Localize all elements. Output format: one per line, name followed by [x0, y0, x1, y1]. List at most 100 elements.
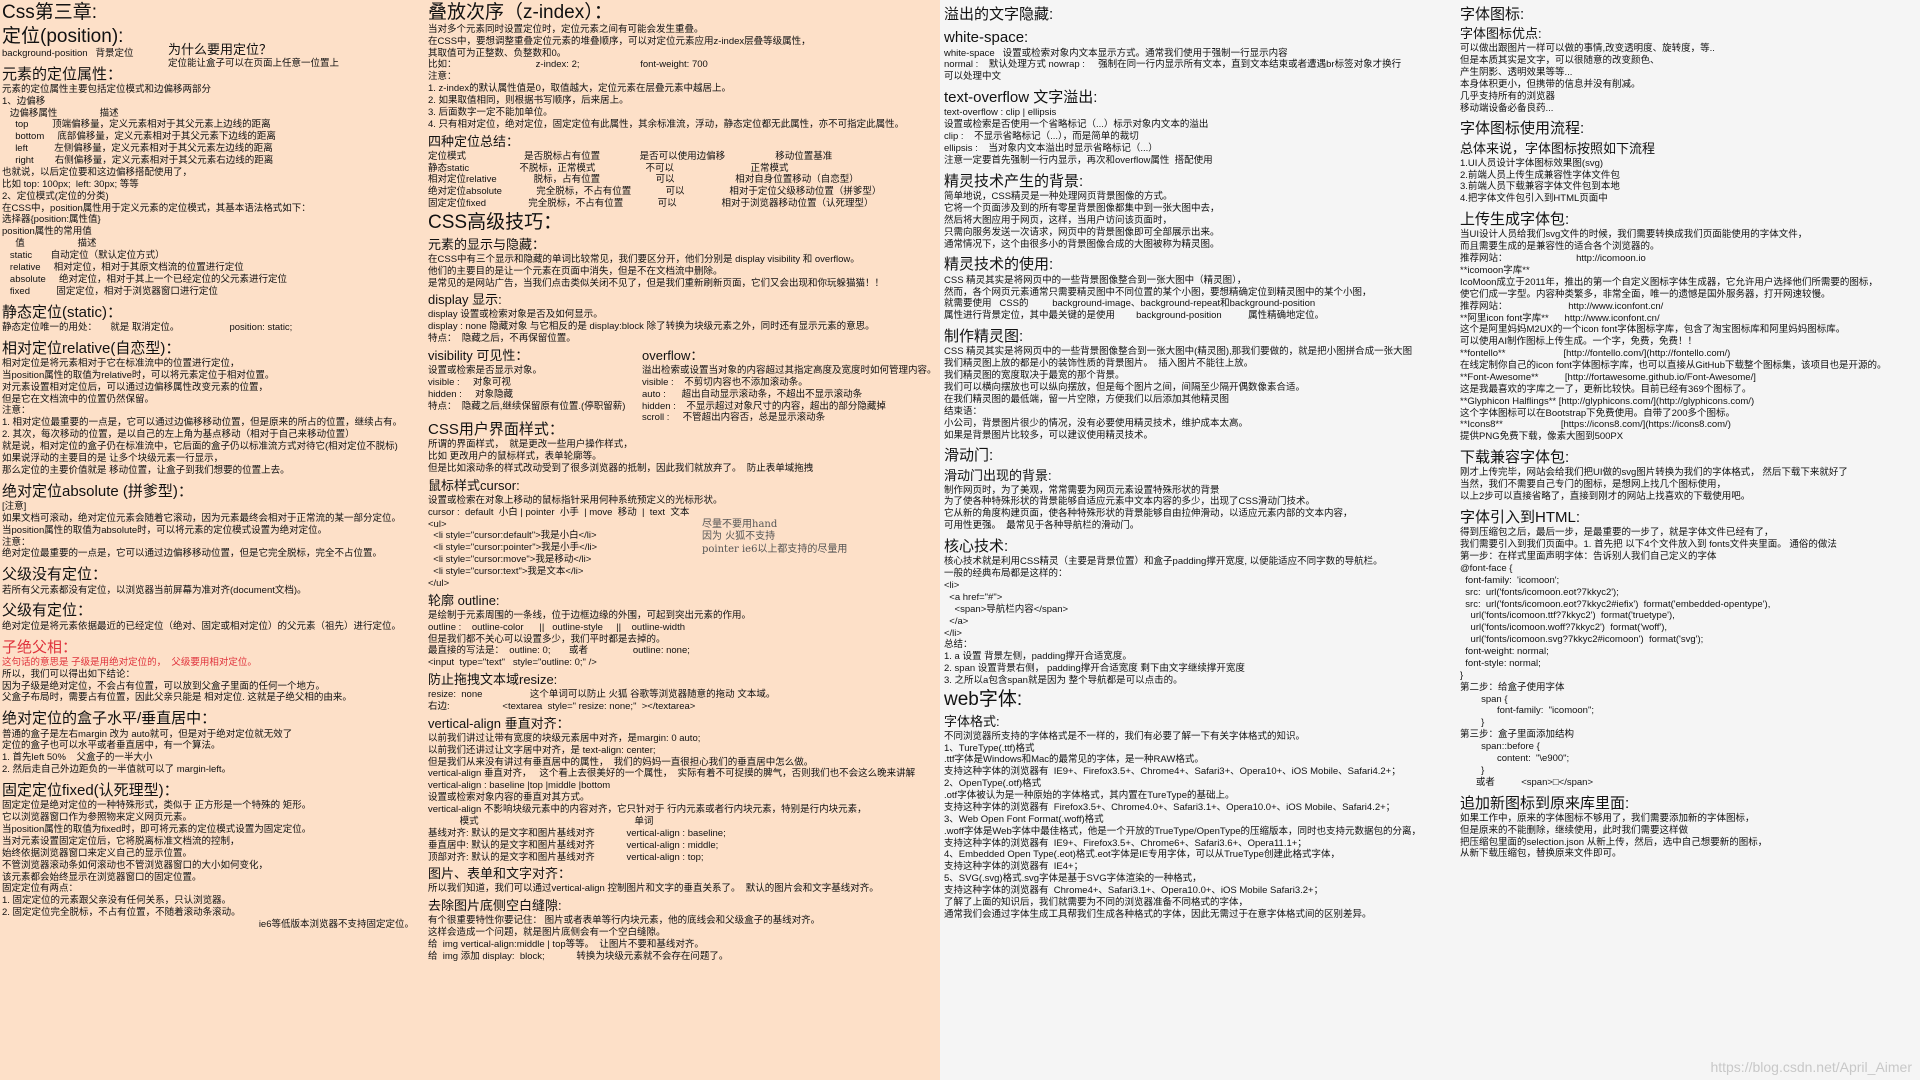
text-line: 是绘制于元素周围的一条线，位于边框边缘的外围，可起到突出元素的作用。 — [428, 609, 752, 621]
text-line: 可以处理中文 — [944, 71, 1002, 83]
outline-heading: 轮廓 outline: — [428, 592, 500, 608]
text-line: 比如 更改用户的鼠标样式，表单轮廓等。 — [428, 451, 602, 463]
compat-heading: 下载兼容字体包: — [1460, 449, 1570, 467]
text-line: hidden : 不显示超过对象尺寸的内容，超出的部分隐藏掉 — [642, 400, 886, 412]
text-line: 模式 单词 — [428, 815, 654, 827]
text-line: static 自动定位（默认定位方式） — [2, 250, 165, 262]
text-line: 当position属性的取值为fixed时，即可将元素的定位模式设置为固定定位。 — [2, 824, 312, 836]
ui-heading: CSS用户界面样式： — [428, 421, 564, 438]
text-line: 1. z-index的默认属性值是0，取值越大，定位元素在层叠元素中越居上。 — [428, 83, 731, 95]
text-line: 固定定位有两点： — [2, 883, 79, 895]
display-heading: display 显示: — [428, 292, 502, 308]
text-line: 4. 只有相对定位，绝对定位，固定定位有此属性，其余标准流，浮动，静态定位都无此… — [428, 118, 905, 130]
text-line: <li> — [944, 580, 960, 592]
text-line: 注意： — [2, 536, 31, 548]
text-line: 第三步：盒子里面添加结构 — [1460, 729, 1575, 741]
text-line: <li style="cursor:text">我是文本</li> — [428, 566, 584, 578]
import-lines: 得到压缩包之后，最后一步，是最重要的一步了，就是字体文件已经有了，我们需要引入到… — [1460, 527, 1916, 788]
text-line: resize: none 这个单词可以防止 火狐 谷歌等浏览器随意的拖动 文本域… — [428, 689, 776, 701]
text-line: outline : outline-color || outline-style… — [428, 621, 685, 633]
section-lines: [注意]如果文档可滚动，绝对定位元素会随着它滚动，因为元素最终会相对于正常流的某… — [2, 501, 422, 560]
ws-heading: 溢出的文字隐藏: — [944, 6, 1054, 23]
text-line: absolute 绝对定位，相对于其上一个已经定位的父元素进行定位 — [2, 273, 288, 285]
why-position-text: 定位能让盒子可以在页面上任意一位置上 — [168, 58, 340, 70]
text-line: 然而，各个网页元素通常只需要精灵图中不同位置的某个小图，要想精确定位到精灵图中的… — [944, 286, 1372, 298]
text-line: 当对元素设置固定定位后，它将脱离标准文档流的控制， — [2, 835, 240, 847]
text-line: 边偏移属性 描述 — [2, 107, 119, 119]
gap-lines: 有个很重要特性你要记住： 图片或者表单等行内块元素，他的底线会和父级盒子的基线对… — [428, 915, 938, 963]
text-line: 它将一个页面涉及到的所有零星背景图像都集中到一张大图中去， — [944, 202, 1220, 214]
text-line: 绝对定位是将元素依据最近的已经定位（绝对、固定或相对定位）的父元素（祖先）进行定… — [2, 620, 402, 632]
text-line: 支持这种字体的浏览器有 IE9+、Firefox3.5+、Chrome4+、Sa… — [944, 766, 1401, 778]
text-line: 那么定位的主要价值就是 移动位置，让盒子到我们想要的位置上去。 — [2, 464, 290, 476]
text-line: 推荐网站： http://www.iconfont.cn/ — [1460, 300, 1664, 312]
text-line: </ul> — [428, 577, 450, 589]
text-line: **Font-Awesome** [http://fortawesome.git… — [1460, 371, 1756, 383]
text-line: 如果说浮动的主要目的是 让多个块级元素一行显示， — [2, 452, 224, 464]
text-line: 可用性更强。 最常见于各种导航栏的滑动门。 — [944, 520, 1140, 532]
section-heading: 绝对定位absolute (拼爹型)： — [2, 482, 193, 500]
make-heading: 制作精灵图: — [944, 328, 1024, 346]
text-line: 2、定位模式(定位的分类) — [2, 190, 109, 202]
overflow-lines: 溢出检索或设置当对象的内容超过其指定高度及宽度时如何管理内容。visible :… — [642, 365, 938, 424]
text-line: 我们需要引入到我们页面中。1. 首先把 以下4个文件放入到 fonts文件夹里面… — [1460, 539, 1837, 551]
text-line: left 左侧偏移量，定义元素相对于其父元素左边线的距离 — [2, 143, 273, 155]
text-line: 设置或检索是否显示对象。 — [428, 364, 543, 376]
text-line: 定位模式 是否脱标占有位置 是否可以使用边偏移 移动位置基准 — [428, 150, 833, 162]
text-line: <li style="cursor:default">我是小白</li> — [428, 530, 597, 542]
text-line: 2. 然后走自己外边距负的一半值就可以了 margin-left。 — [2, 764, 232, 776]
text-line: 只需向服务发送一次请求，网页中的背景图像即可全部展示出来。 — [944, 226, 1220, 238]
text-line: 对元素设置相对定位后，可以通过边偏移属性改变元素的位置， — [2, 381, 269, 393]
text-line: 可以做出跟图片一样可以做的事情,改变透明度、旋转度，等.. — [1460, 43, 1715, 55]
text-line: 也就说，以后定位要和这边偏移搭配使用了， — [2, 166, 193, 178]
icon-sub: 字体图标优点: — [1460, 26, 1542, 42]
text-line: .otf字体被认为是一种原始的字体格式，其内置在TureType的基础上。 — [944, 790, 1235, 802]
text-line: 使它们成一字型。内容种类繁多，非常全面，唯一的遗憾是国外服务器，打开网速较慢。 — [1460, 288, 1831, 300]
webfont-sub: 字体格式: — [944, 713, 1000, 729]
text-line: font-family: "icomoon"; — [1460, 705, 1594, 717]
text-line: display 设置或检索对象是否及如何显示。 — [428, 309, 603, 321]
sprite-use-lines: CSS 精灵其实是将网页中的一些背景图像整合到一张大图中（精灵图），然而，各个网… — [944, 275, 1454, 323]
text-line: 一般的经典布局都是这样的： — [944, 568, 1068, 580]
text-line: 第一步：在样式里面声明字体：告诉别人我们自己定义的字体 — [1460, 551, 1717, 562]
zfxj-heading: 子绝父相： — [2, 638, 78, 656]
text-line: 以前我们还讲过让文字居中对齐，是 text-align: center; — [428, 744, 656, 756]
text-line: display : none 隐藏对象 与它相反的是 display:block… — [428, 321, 875, 333]
text-line: 2. 固定定位完全脱标，不占有位置，不随着滚动条滚动。 — [2, 907, 241, 919]
text-line: 了解了上面的知识后，我们就需要为不同的浏览器准备不同格式的字体， — [944, 896, 1249, 908]
section-lines: 若所有父元素都没有定位，以浏览器当前屏幕为准对齐(document文档)。 — [2, 585, 422, 597]
text-line: 最直接的写法是： outline: 0; 或者 outline: none; — [428, 645, 690, 657]
text-line: 是常见的是网站广告，当我们点击类似关闭不见了，但是我们重新刷新页面，它们又会出现… — [428, 277, 885, 289]
text-line: 值 描述 — [2, 238, 97, 250]
sprite-heading: 精灵技术产生的背景: — [944, 172, 1084, 190]
text-line: hidden : 对象隐藏 — [428, 388, 514, 400]
text-line: 1.UI人员设计字体图标效果图(svg) — [1460, 157, 1604, 169]
text-line: 可以使用AI制作图标上传生成。一个字，免费，免费！！ — [1460, 336, 1697, 348]
text-line: src: url('fonts/icomoon.eot?7kkyc2'); — [1460, 586, 1619, 598]
text-line: 固定定位fixed 完全脱标，不占有位置 可以 相对于浏览器移动位置（认死理型） — [428, 198, 874, 210]
text-line: 从新下载压缩包，替换原来文件即可。 — [1460, 848, 1622, 860]
text-line: 3. 后面数字一定不能加单位。 — [428, 106, 553, 118]
text-line: 第二步：给盒子使用字体 — [1460, 681, 1565, 693]
text-line: vertical-align 垂直对齐， 这个看上去很美好的一个属性， 实际有着… — [428, 768, 916, 780]
text-line: 设置或检索对象内容的垂直对其方式。 — [428, 792, 590, 804]
text-line: 设置或检索在对象上移动的鼠标指针采用何种系统预定义的光标形状。 — [428, 494, 723, 506]
text-line: 1. 固定定位的元素跟父亲没有任何关系，只认浏览器。 — [2, 895, 232, 907]
text-line: </li> — [944, 627, 962, 639]
text-line: 然后将大图应用于网页，这样，当用户访问该页面时， — [944, 214, 1173, 226]
text-line: 固定定位是绝对定位的一种特殊形式，类似于 正方形是一个特殊的 矩形。 — [2, 800, 312, 812]
section-lines: 相对定位是将元素相对于它在标准流中的位置进行定位，当position属性的取值为… — [2, 358, 422, 477]
text-line: 静态定位唯一的用处： 就是 取消定位。 position: static; — [2, 321, 293, 333]
text-line: relative 相对定位，相对于其原文档流的位置进行定位 — [2, 261, 244, 273]
text-line: 他们的主要目的是让一个元素在页面中消失，但是不在文档流中删除。 — [428, 265, 723, 277]
text-line: **icomoon字库** — [1460, 265, 1530, 276]
upload-heading: 上传生成字体包: — [1460, 211, 1570, 229]
text-line: 通常我们会通过字体生成工具帮我们生成各种格式的字体，因此无需过于在意字体格式间的… — [944, 908, 1372, 920]
text-line: <ul> — [428, 518, 447, 530]
text-line: scroll : 不管超出内容否，总是显示滚动条 — [642, 412, 826, 424]
text-line: 普通的盒子是左右margin 改为 auto就可，但是对于绝对定位就无效了 — [2, 728, 293, 740]
fixed-lines: 固定定位是绝对定位的一种特殊形式，类似于 正方形是一个特殊的 矩形。它以浏览器窗… — [2, 800, 422, 919]
section-heading: 父级有定位： — [2, 602, 93, 620]
text-line: 几乎支持所有的浏览器 — [1460, 90, 1556, 102]
